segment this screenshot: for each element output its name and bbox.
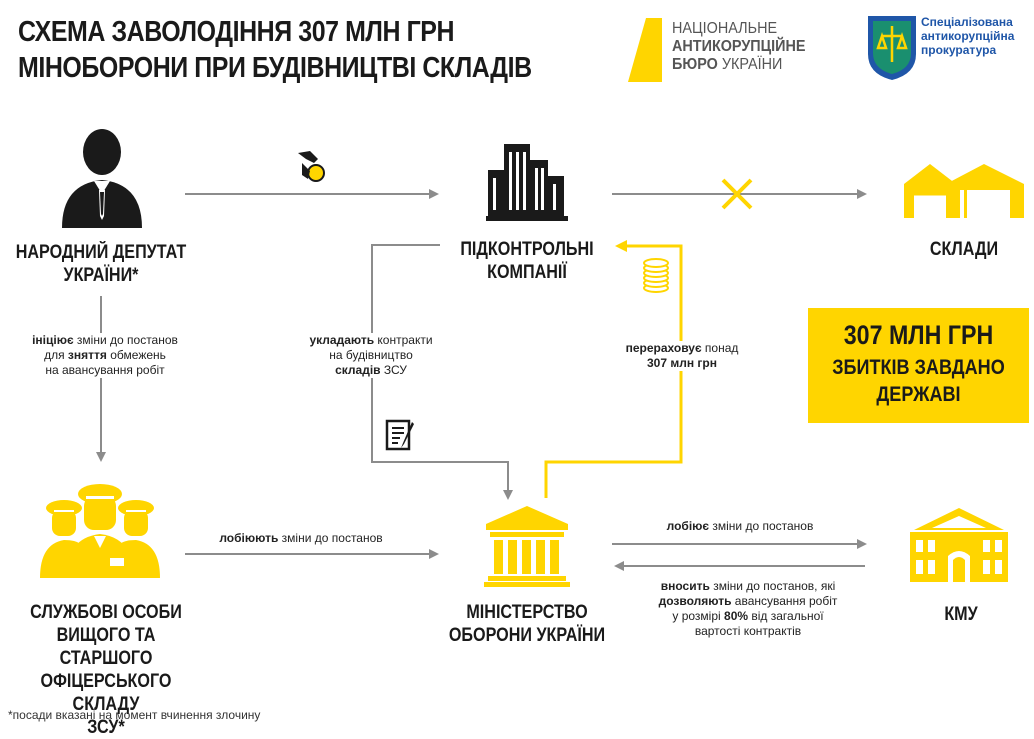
contract-document-icon <box>385 419 414 451</box>
edge-label-contracts: укладають контракти на будівництво склад… <box>296 333 446 378</box>
nabu-logo-icon <box>628 18 662 82</box>
edge-label-kmu-changes: вносить зміни до постанов, які дозволяют… <box>658 579 838 638</box>
deputy-label: НАРОДНИЙ ДЕПУТАТ УКРАЇНИ* <box>15 242 187 286</box>
damage-line-1: ЗБИТКІВ ЗАВДАНО <box>832 356 1005 379</box>
arrow-ministry-companies <box>544 240 683 498</box>
office-buildings-icon <box>486 144 568 221</box>
damage-summary-box: 307 МЛН ГРН ЗБИТКІВ ЗАВДАНО ДЕРЖАВІ <box>808 308 1029 423</box>
coins-stack-icon <box>643 258 669 293</box>
footnote: *посади вказані на момент вчинення злочи… <box>8 708 261 722</box>
sap-logo-text: Спеціалізована антикорупційна прокуратур… <box>921 15 1015 57</box>
sap-emblem-icon <box>868 16 916 80</box>
military-officials-icon <box>40 484 160 578</box>
page-title: СХЕМА ЗАВОЛОДІННЯ 307 МЛН ГРН МІНОБОРОНИ… <box>18 14 532 86</box>
damage-amount: 307 МЛН ГРН <box>843 320 994 350</box>
cross-mark-icon <box>721 178 753 210</box>
edge-label-transfers: перераховує понад 307 млн грн <box>614 341 750 371</box>
arrow-companies-ministry <box>371 244 513 500</box>
title-line-1: СХЕМА ЗАВОЛОДІННЯ 307 МЛН ГРН <box>18 16 455 48</box>
edge-label-lobby-officials: лобіюють зміни до постанов <box>219 531 383 545</box>
ministry-building-icon <box>484 506 570 587</box>
kmu-label: КМУ <box>944 604 978 625</box>
bribe-hand-icon <box>298 151 325 182</box>
warehouses-icon <box>904 164 1024 218</box>
edge-label-lobby-ministry: лобіює зміни до постанов <box>666 519 814 533</box>
damage-line-2: ДЕРЖАВІ <box>876 383 961 406</box>
officials-label: СЛУЖБОВІ ОСОБИ ВИЩОГО ТА СТАРШОГО ОФІЦЕР… <box>30 602 182 738</box>
ministry-label: МІНІСТЕРСТВО ОБОРОНИ УКРАЇНИ <box>448 602 606 646</box>
kmu-building-icon <box>910 508 1008 582</box>
companies-label: ПІДКОНТРОЛЬНІ КОМПАНІЇ <box>460 239 594 283</box>
edge-label-initiates: ініціює зміни до постанов для зняття обм… <box>10 333 200 378</box>
title-line-2: МІНОБОРОНИ ПРИ БУДІВНИЦТВІ СКЛАДІВ <box>18 52 532 84</box>
deputy-person-icon <box>62 129 142 228</box>
warehouses-label: СКЛАДИ <box>929 239 999 260</box>
nabu-logo-text: НАЦІОНАЛЬНЕ АНТИКОРУПЦІЙНЕ БЮРО УКРАЇНИ <box>672 20 806 73</box>
